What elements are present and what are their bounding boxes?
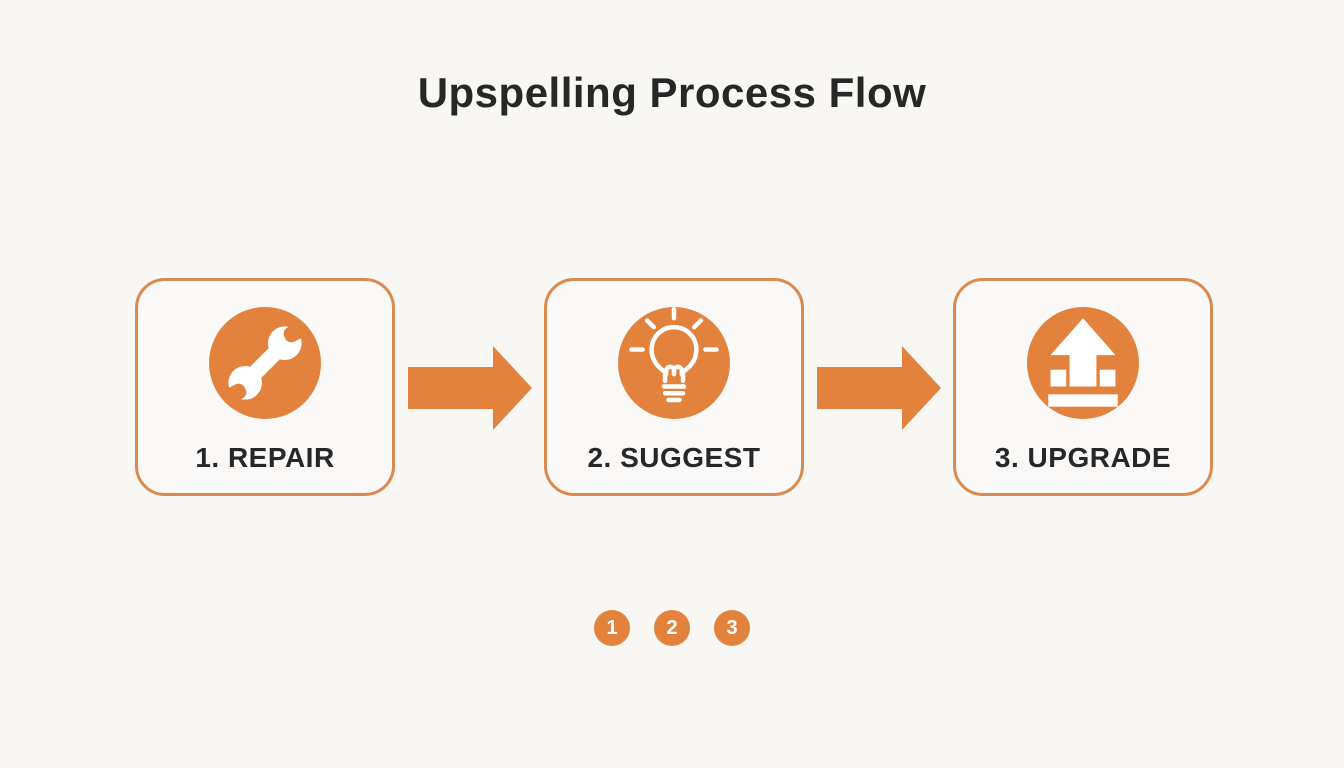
right-arrow-icon	[816, 346, 941, 430]
step-card-repair: 1. REPAIR	[135, 278, 395, 496]
wrench-icon	[221, 321, 309, 405]
step-dot-2: 2	[654, 610, 690, 646]
step-label-upgrade: 3. UPGRADE	[994, 442, 1172, 473]
step-label-suggest: 2. SUGGEST	[587, 442, 761, 473]
step-label-repair: 1. REPAIR	[195, 442, 335, 473]
step-card-upgrade: 3. UPGRADE	[953, 278, 1213, 496]
process-flow: 1. REPAIR 2. SUGGEST	[135, 278, 1213, 496]
step-dot-1: 1	[594, 610, 630, 646]
flow-connector-2	[804, 278, 953, 496]
upgrade-arrow-icon	[1048, 318, 1118, 407]
right-arrow-icon	[407, 346, 532, 430]
lightbulb-icon	[629, 307, 719, 403]
step-card-suggest: 2. SUGGEST	[544, 278, 804, 496]
page-title: Upspelling Process Flow	[417, 69, 927, 116]
step-number-dots: 1 2 3	[0, 610, 1344, 646]
step-dot-3: 3	[714, 610, 750, 646]
suggest-icon-circle	[618, 307, 730, 419]
upgrade-icon-circle	[1027, 307, 1139, 419]
flow-connector-1	[395, 278, 544, 496]
repair-icon-circle	[209, 307, 321, 419]
